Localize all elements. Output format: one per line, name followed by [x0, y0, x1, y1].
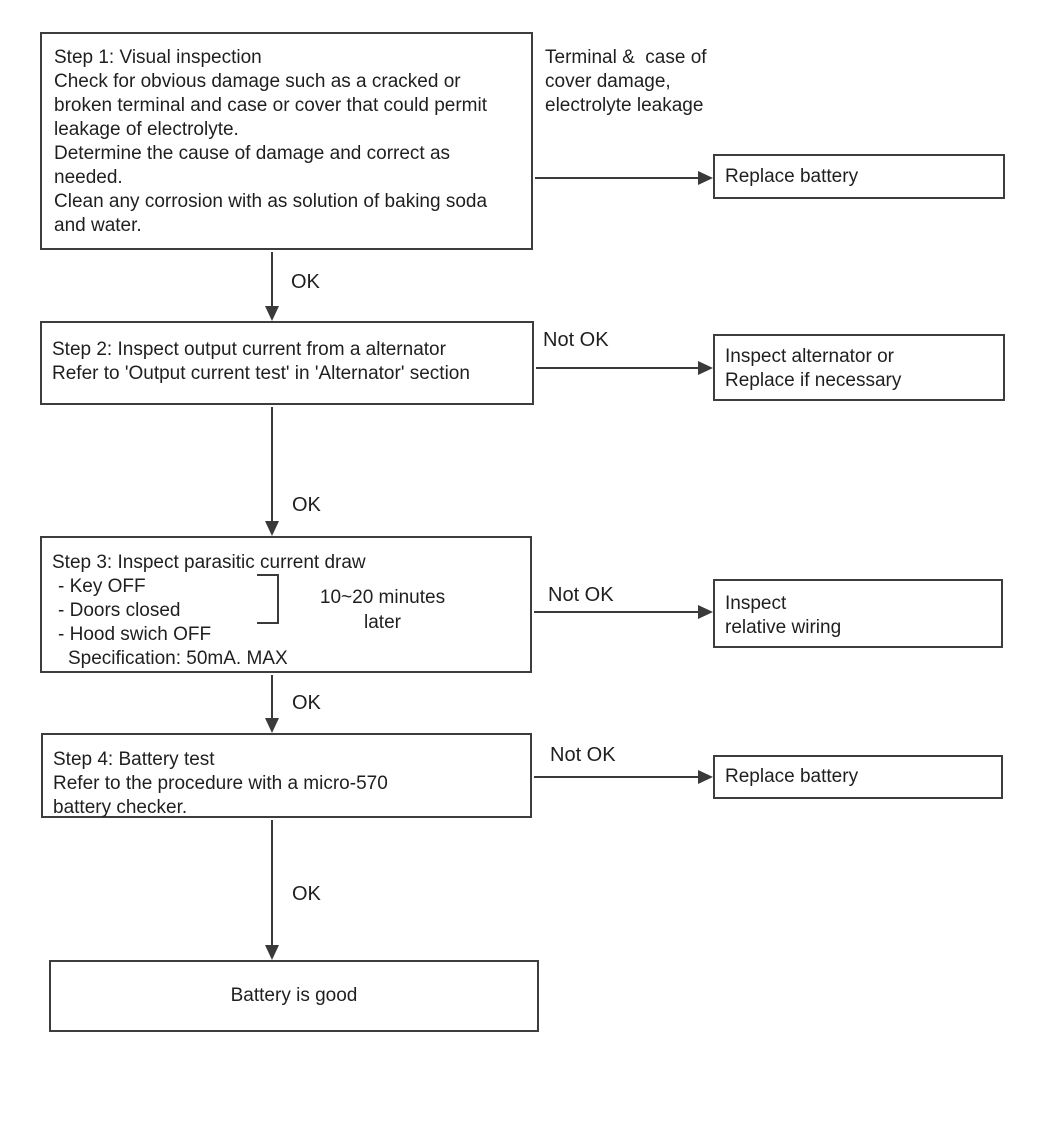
- step3-line: Specification: 50mA. MAX: [68, 648, 288, 669]
- step1-line: and water.: [54, 215, 142, 236]
- step4-line: battery checker.: [53, 797, 188, 818]
- connector-step3-notok-line: [534, 611, 698, 613]
- connector-step2-notok-line: [536, 367, 698, 369]
- step1-line: broken terminal and case or cover that c…: [54, 95, 487, 116]
- grouping-bracket-top: [257, 574, 279, 576]
- outcome-text: Inspect alternator or: [725, 346, 894, 367]
- step2-line: Step 2: Inspect output current from a al…: [52, 339, 446, 360]
- annotation-line: Terminal & case of: [545, 47, 707, 68]
- step1-line: Check for obvious damage such as a crack…: [54, 71, 461, 92]
- step3-line: - Key OFF: [58, 576, 146, 597]
- arrowhead-right-icon: [698, 361, 713, 375]
- outcome-inspect-alternator-box: Inspect alternator or Replace if necessa…: [713, 334, 1005, 401]
- outcome-replace-battery-2-box: Replace battery: [713, 755, 1003, 799]
- outcome-text: Replace if necessary: [725, 370, 902, 391]
- ok-label: OK: [292, 494, 321, 516]
- final-result-box: Battery is good: [49, 960, 539, 1032]
- ok-label: OK: [291, 271, 320, 293]
- connector-ok2-line: [271, 407, 273, 521]
- step2-line: Refer to 'Output current test' in 'Alter…: [52, 363, 470, 384]
- connector-step1-replace-line: [535, 177, 698, 179]
- annotation-line: electrolyte leakage: [545, 95, 704, 116]
- outcome-text: Inspect: [725, 593, 787, 614]
- arrowhead-right-icon: [698, 605, 713, 619]
- final-result-text: Battery is good: [230, 985, 358, 1006]
- step1-box: Step 1: Visual inspection Check for obvi…: [40, 32, 533, 250]
- step1-line: leakage of electrolyte.: [54, 119, 239, 140]
- outcome-replace-battery-1-box: Replace battery: [713, 154, 1005, 199]
- step1-line: Step 1: Visual inspection: [54, 47, 262, 68]
- connector-step4-notok-line: [534, 776, 698, 778]
- ok-label: OK: [292, 883, 321, 905]
- step4-box: Step 4: Battery test Refer to the proced…: [41, 733, 532, 818]
- bracket-note-line: later: [364, 612, 401, 633]
- not-ok-label: Not OK: [543, 329, 609, 351]
- step1-line: needed.: [54, 167, 123, 188]
- arrowhead-down-icon: [265, 306, 279, 321]
- bracket-note: 10~20 minutes later: [300, 585, 465, 635]
- step3-line: - Doors closed: [58, 600, 181, 621]
- outcome-inspect-wiring-box: Inspect relative wiring: [713, 579, 1003, 648]
- connector-ok3-line: [271, 675, 273, 718]
- grouping-bracket-vertical: [277, 574, 279, 624]
- not-ok-label: Not OK: [548, 584, 614, 606]
- arrowhead-down-icon: [265, 945, 279, 960]
- arrowhead-right-icon: [698, 171, 713, 185]
- step2-box: Step 2: Inspect output current from a al…: [40, 321, 534, 405]
- connector-ok4-line: [271, 820, 273, 945]
- step3-line: Step 3: Inspect parasitic current draw: [52, 552, 366, 573]
- step1-line: Clean any corrosion with as solution of …: [54, 191, 488, 212]
- arrowhead-down-icon: [265, 718, 279, 733]
- arrowhead-right-icon: [698, 770, 713, 784]
- step3-line: - Hood swich OFF: [58, 624, 212, 645]
- connector-ok1-line: [271, 252, 273, 306]
- annotation-line: cover damage,: [545, 71, 671, 92]
- grouping-bracket-bottom: [257, 622, 279, 624]
- not-ok-label: Not OK: [550, 744, 616, 766]
- step1-condition-note: Terminal & case of cover damage, electro…: [545, 46, 707, 118]
- arrowhead-down-icon: [265, 521, 279, 536]
- step1-line: Determine the cause of damage and correc…: [54, 143, 451, 164]
- step4-line: Refer to the procedure with a micro-570: [53, 773, 388, 794]
- step4-line: Step 4: Battery test: [53, 749, 215, 770]
- step3-box: Step 3: Inspect parasitic current draw -…: [40, 536, 532, 673]
- bracket-note-line: 10~20 minutes: [319, 587, 446, 608]
- outcome-text: Replace battery: [725, 766, 859, 787]
- outcome-text: relative wiring: [725, 617, 842, 638]
- outcome-text: Replace battery: [725, 165, 859, 187]
- ok-label: OK: [292, 692, 321, 714]
